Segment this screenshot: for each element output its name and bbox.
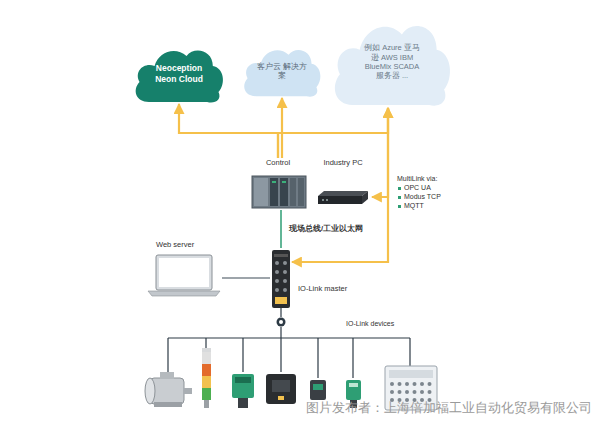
device-node: Control <box>248 158 308 210</box>
annotation: OPC UA <box>404 184 431 191</box>
connector <box>280 210 282 248</box>
annotation: Modus TCP <box>404 193 441 200</box>
connector-symbol <box>277 318 286 327</box>
annotation: IO-Link devices <box>346 320 394 327</box>
io-link-master <box>272 250 290 308</box>
laptop <box>148 255 220 296</box>
device-node: IO-Link master <box>270 248 292 310</box>
motor <box>145 372 192 407</box>
node-heading: Control <box>248 158 308 167</box>
cloud-label: 例如 Azure 亚马逊 AWS IBM BlueMix SCADA 服务器 .… <box>361 43 423 81</box>
industry-pc <box>318 191 368 204</box>
cloud-node: 客户云 解决方案 <box>241 44 323 98</box>
cloud-node: 例如 Azure 亚马逊 AWS IBM BlueMix SCADA 服务器 .… <box>330 16 454 108</box>
watermark: 图片发布者：上海倍加福工业自动化贸易有限公司 <box>306 399 592 417</box>
node-heading: Web server <box>156 240 194 249</box>
connector <box>278 108 388 158</box>
sensor <box>266 374 296 404</box>
sensor <box>232 374 254 408</box>
annotation: MQTT <box>404 202 424 209</box>
device-node: Industry PC <box>314 158 372 206</box>
connector <box>292 108 388 262</box>
connector <box>372 108 388 197</box>
signal-tower <box>202 348 211 408</box>
io-link-bus <box>168 337 410 338</box>
node-heading: IO-Link master <box>298 284 347 293</box>
edge-label: 现场总线/工业以太网 <box>289 224 363 234</box>
node-heading: Industry PC <box>314 158 372 167</box>
annotation: MultiLink via: <box>397 175 437 182</box>
cloud-label: Neoception Neon Cloud <box>152 63 206 84</box>
plc-rack <box>252 176 306 208</box>
connector <box>222 277 270 279</box>
device-node: Web server <box>146 240 222 298</box>
cloud-label: 客户云 解决方案 <box>255 62 309 81</box>
cloud-node: Neoception Neon Cloud <box>132 44 226 104</box>
connector <box>179 104 278 158</box>
connector <box>281 98 283 158</box>
sensor <box>310 380 326 400</box>
